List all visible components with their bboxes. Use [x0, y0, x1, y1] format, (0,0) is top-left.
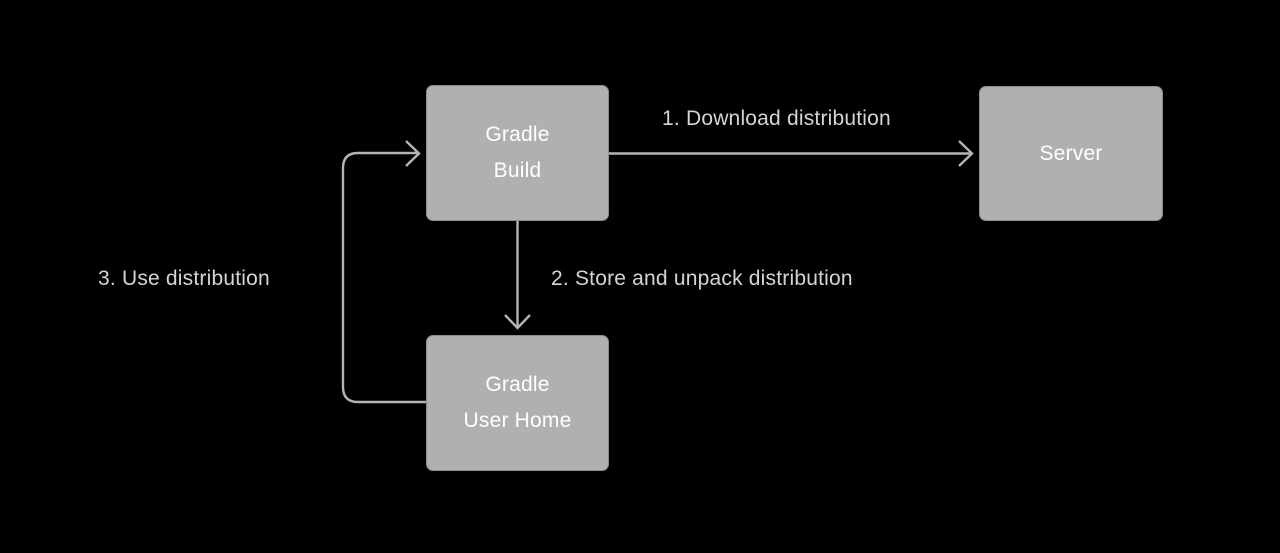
edge-label-store-unpack-distribution: 2. Store and unpack distribution [551, 267, 853, 290]
node-server[interactable]: Server [979, 86, 1163, 221]
node-gradle-user-home-line-1: Gradle [485, 373, 550, 396]
edge-use-distribution [341, 140, 426, 404]
node-gradle-user-home[interactable]: Gradle User Home [426, 335, 609, 471]
node-gradle-user-home-line-2: User Home [463, 409, 572, 432]
node-gradle-build[interactable]: Gradle Build [426, 85, 609, 221]
node-server-line-1: Server [1039, 141, 1103, 165]
edge-label-download-distribution: 1. Download distribution [662, 107, 891, 130]
edge-use-distribution-line [341, 151, 426, 404]
edge-store-unpack-distribution [504, 221, 531, 330]
edge-use-distribution-arrowhead [405, 140, 421, 167]
edge-store-unpack-distribution-arrowhead [504, 314, 531, 330]
node-gradle-build-line-1: Gradle [485, 123, 550, 146]
edge-label-use-distribution: 3. Use distribution [98, 267, 270, 290]
node-gradle-build-line-2: Build [493, 159, 542, 182]
edge-download-distribution-arrowhead [958, 140, 974, 167]
edge-download-distribution [609, 140, 974, 167]
